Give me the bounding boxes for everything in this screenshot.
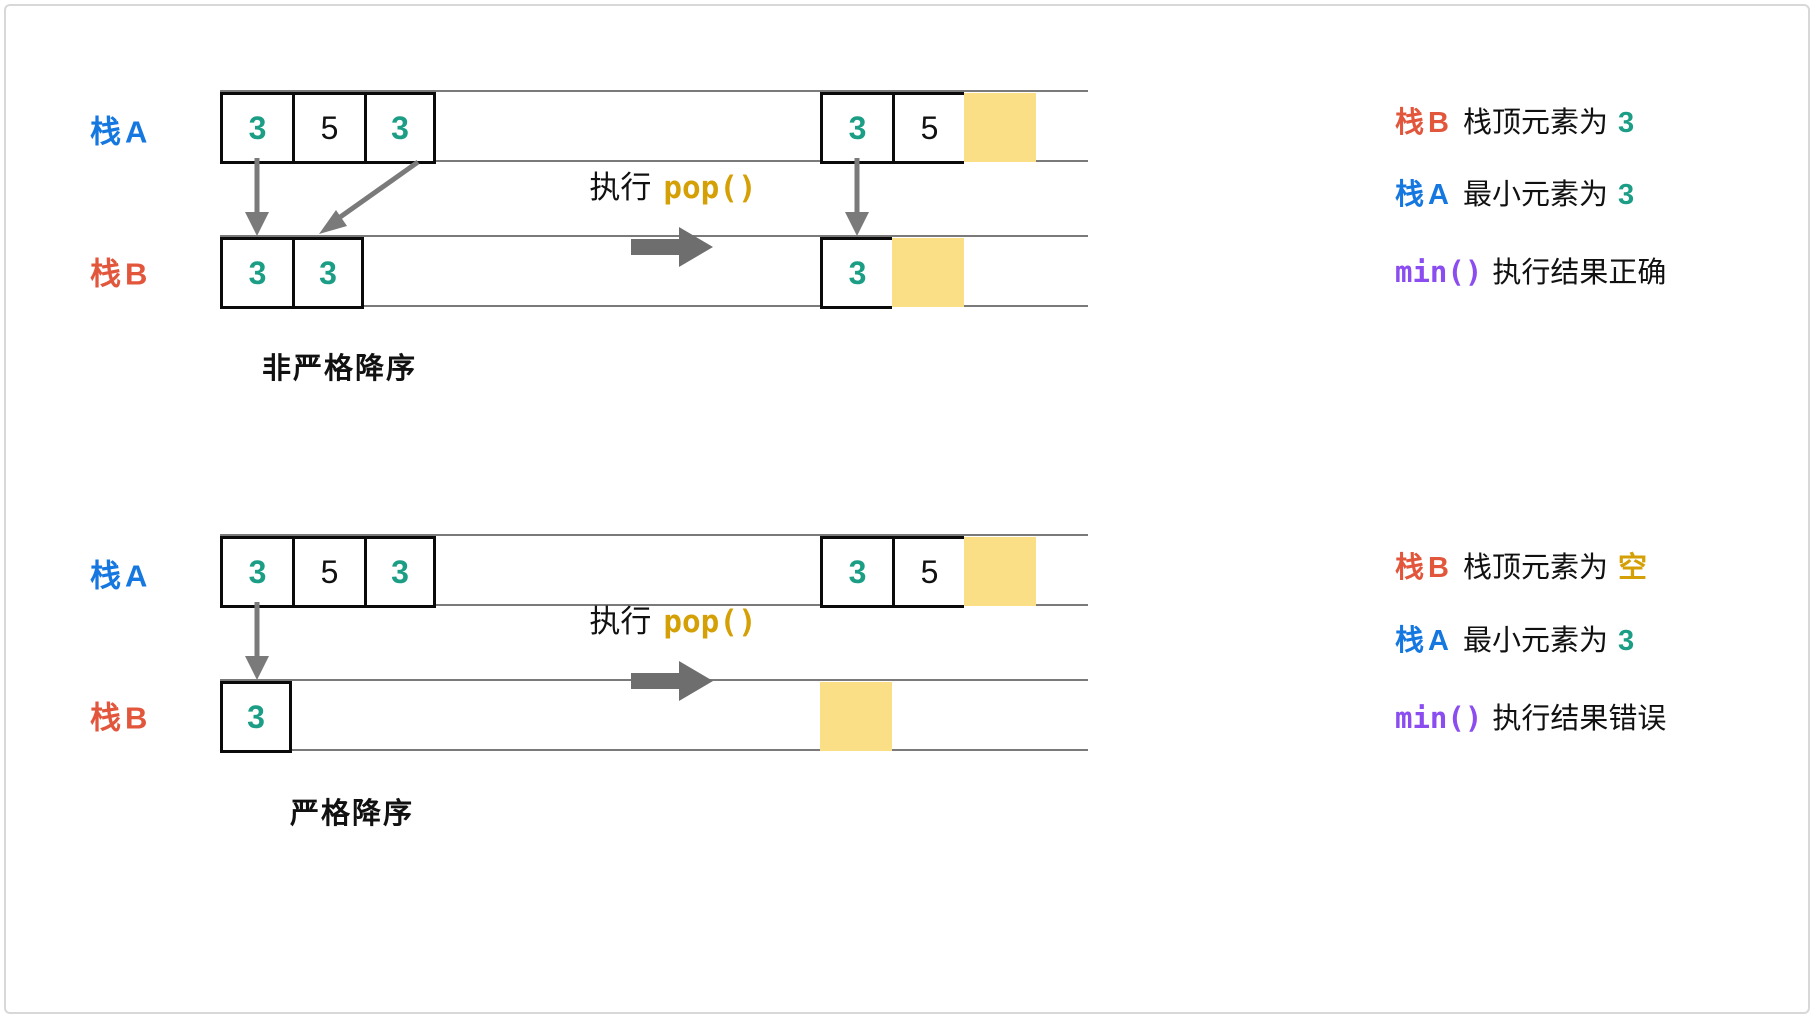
result-text: 栈顶元素为 [1462, 107, 1608, 139]
caption-strict: 严格降序 [290, 798, 415, 830]
result-text: 执行结果正确 [1492, 257, 1667, 289]
result-fn-min: min() [1395, 701, 1483, 735]
stack-cell: 3 [220, 536, 292, 608]
stack-b-label-cjk: 栈 [90, 700, 125, 736]
stack-cell: 3 [364, 92, 436, 164]
stack-b-after-top: 3 [820, 235, 1088, 309]
stack-b-after-bottom [820, 679, 1088, 751]
stack-a-label-cjk: 栈 [90, 114, 125, 150]
push-arrow-straight-icon [245, 602, 269, 680]
stack-cell: 3 [820, 237, 892, 309]
stack-cell: 5 [292, 536, 364, 608]
stack-cell: 3 [820, 536, 892, 608]
push-arrow-straight-icon [845, 158, 869, 236]
result-label-id: B [1428, 107, 1453, 139]
result-line-stack-b-top: 栈B 栈顶元素为 3 [1395, 99, 1634, 141]
stack-b-label-id: B [125, 256, 152, 292]
result-value: 空 [1617, 552, 1647, 584]
stack-b-before-bottom: 3 [220, 679, 868, 753]
result-label-stack-b: 栈B [1395, 552, 1453, 584]
transition-text: 执行 [589, 604, 652, 639]
stack-b-after-bottom-cells [820, 681, 892, 751]
stack-cell: 3 [220, 237, 292, 309]
push-arrow-diagonal-icon [319, 159, 420, 234]
result-label-cjk: 栈 [1395, 107, 1429, 139]
stack-a-label-cjk: 栈 [90, 558, 125, 594]
result-value: 3 [1617, 107, 1635, 139]
caption-non-strict: 非严格降序 [262, 353, 418, 385]
stack-b-label-cjk: 栈 [90, 256, 125, 292]
result-line-stack-a-top: 栈A 最小元素为 3 [1395, 171, 1634, 213]
result-label-stack-a: 栈A [1395, 625, 1453, 657]
stack-cell-highlight [964, 537, 1036, 606]
result-line-min-bottom: min() 执行结果错误 [1395, 695, 1676, 737]
stack-cell-highlight [820, 682, 892, 751]
result-value: 3 [1617, 625, 1635, 657]
result-text: 执行结果错误 [1492, 703, 1667, 735]
result-text: 最小元素为 [1462, 625, 1608, 657]
result-line-stack-a-bottom: 栈A 最小元素为 3 [1395, 617, 1634, 659]
stack-cell: 5 [892, 536, 964, 608]
stack-b-after-top-cells: 3 [820, 237, 964, 309]
stack-a-label-top-left: 栈A [90, 107, 151, 152]
transition-pop-top: 执行 pop() [548, 162, 798, 271]
stack-a-label-id: A [125, 558, 152, 594]
result-text: 栈顶元素为 [1462, 552, 1608, 584]
stack-a-before-bottom-cells: 3 5 3 [220, 536, 436, 608]
result-text: 最小元素为 [1462, 179, 1608, 211]
result-label-id: B [1428, 552, 1453, 584]
result-label-cjk: 栈 [1395, 552, 1429, 584]
transition-code: pop() [663, 604, 757, 640]
transition-arrow-icon [631, 661, 713, 701]
result-label-stack-b: 栈B [1395, 107, 1453, 139]
stack-a-label-id: A [125, 114, 152, 150]
stack-b-label-id: B [125, 700, 152, 736]
result-line-stack-b-bottom: 栈B 栈顶元素为空 [1395, 544, 1647, 586]
stack-a-after-top-cells: 3 5 [820, 92, 1036, 164]
stack-cell: 3 [220, 681, 292, 753]
stack-cell: 5 [892, 92, 964, 164]
stack-b-before-top-cells: 3 3 [220, 237, 364, 309]
stack-cell: 5 [292, 92, 364, 164]
push-arrow-straight-icon [245, 158, 269, 236]
stack-cell-highlight [964, 93, 1036, 162]
stack-cell: 3 [364, 536, 436, 608]
result-label-id: A [1428, 625, 1453, 657]
stack-a-before-bottom: 3 5 3 [220, 534, 868, 608]
stack-a-after-bottom: 3 5 [820, 534, 1088, 608]
transition-pop-bottom: 执行 pop() [548, 596, 798, 705]
stack-b-label-bottom-left: 栈B [90, 693, 151, 738]
stack-b-before-bottom-cells: 3 [220, 681, 292, 753]
result-label-id: A [1428, 179, 1453, 211]
result-value: 3 [1617, 179, 1635, 211]
transition-arrow-icon [631, 227, 713, 267]
stack-cell-highlight [892, 238, 964, 307]
transition-code: pop() [663, 170, 757, 206]
stack-a-after-bottom-cells: 3 5 [820, 536, 1036, 608]
result-line-min-top: min() 执行结果正确 [1395, 249, 1676, 291]
stack-cell: 3 [292, 237, 364, 309]
stack-a-before-top: 3 5 3 [220, 90, 868, 164]
stack-b-label-top-left: 栈B [90, 249, 151, 294]
stack-b-before-top: 3 3 [220, 235, 868, 309]
result-label-cjk: 栈 [1395, 625, 1429, 657]
result-fn-min: min() [1395, 255, 1483, 289]
result-label-stack-a: 栈A [1395, 179, 1453, 211]
stack-a-after-top: 3 5 [820, 90, 1088, 164]
page-border [4, 4, 1810, 1014]
result-label-cjk: 栈 [1395, 179, 1429, 211]
transition-text: 执行 [589, 170, 652, 205]
stack-a-label-bottom-left: 栈A [90, 551, 151, 596]
